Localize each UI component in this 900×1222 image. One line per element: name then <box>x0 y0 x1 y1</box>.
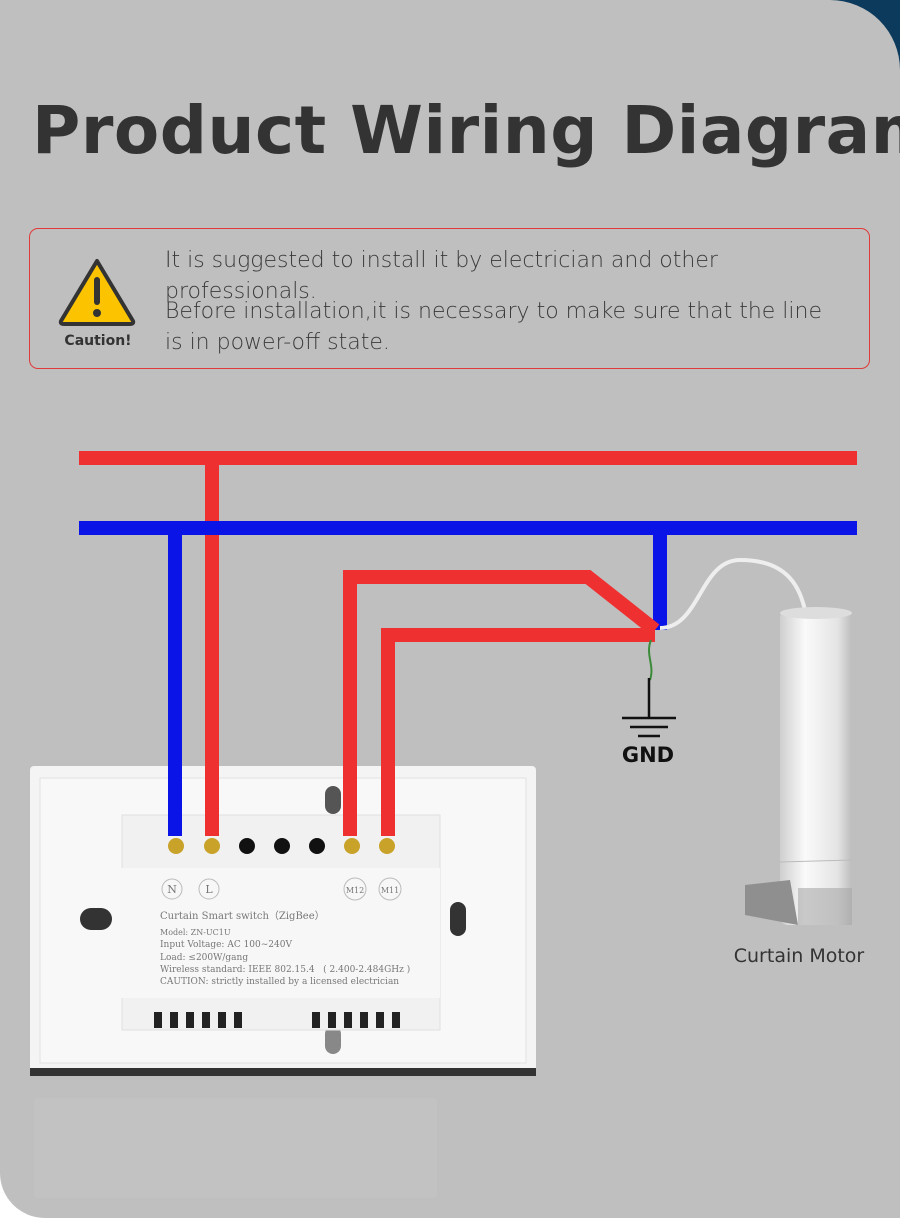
curtain-motor-image <box>745 607 853 925</box>
m12-wire <box>343 570 660 836</box>
m11-wire <box>381 628 655 836</box>
switch-back-plate: N L M12 M11 Curtain Smart switch（ZigBee）… <box>30 766 536 1076</box>
caution-box: Caution! It is suggested to install it b… <box>29 228 870 369</box>
switch-caution: CAUTION: strictly installed by a license… <box>160 977 399 987</box>
switch-product-name: Curtain Smart switch（ZigBee） <box>160 910 325 922</box>
caution-label: Caution! <box>64 333 132 349</box>
terminal-holes <box>168 838 395 854</box>
earth-wire <box>648 639 653 681</box>
terminal-n-label: N <box>167 883 177 896</box>
page-title: Product Wiring Diagram <box>32 92 900 169</box>
caution-line-2b: is in power-off state. <box>165 330 390 355</box>
curtain-motor-label: Curtain Motor <box>734 945 865 967</box>
switch-wireless: Wireless standard: IEEE 802.15.4 ( 2.400… <box>160 964 410 975</box>
switch-load: Load: ≤200W/gang <box>160 953 248 963</box>
terminal-m11-label: M11 <box>381 886 399 895</box>
warning-triangle-icon <box>58 259 136 326</box>
motor-cable <box>659 557 807 630</box>
switch-input-voltage: Input Voltage: AC 100∼240V <box>160 940 292 950</box>
faded-switch-reflection <box>34 1098 437 1198</box>
caution-line-2a: Before installation,it is necessary to m… <box>165 299 823 324</box>
caution-line-1: It is suggested to install it by electri… <box>165 248 718 304</box>
ground-symbol-icon <box>622 678 676 738</box>
switch-model: Model: ZN-UC1U <box>160 928 231 937</box>
terminal-l-label: L <box>205 883 213 896</box>
gnd-label: GND <box>622 743 674 767</box>
terminal-m12-label: M12 <box>346 886 364 895</box>
